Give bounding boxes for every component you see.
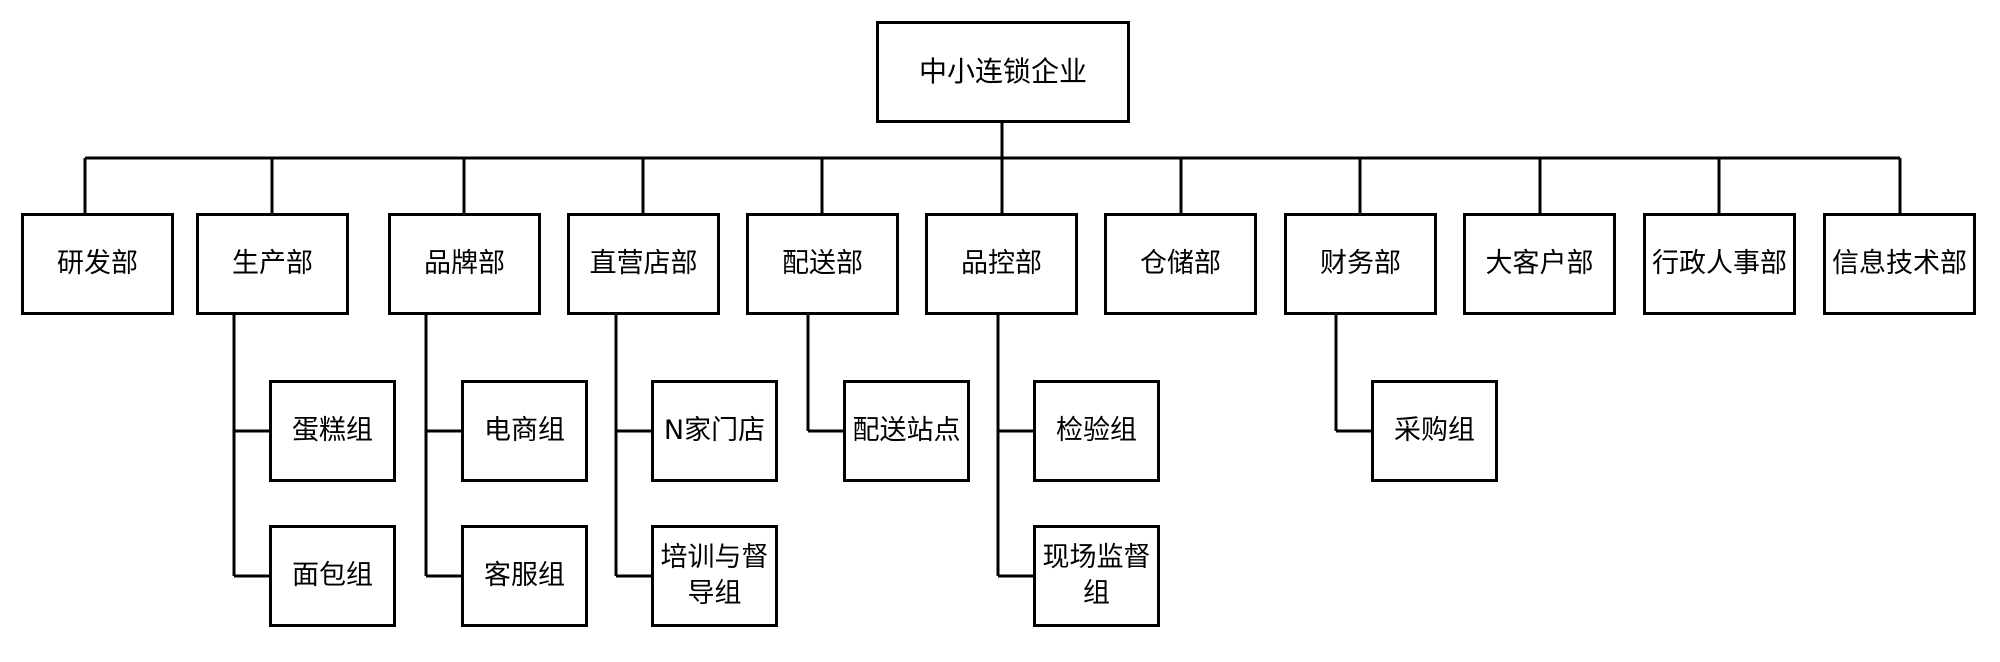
group-delivery-stations: 配送站点 (843, 380, 970, 482)
dept-production: 生产部 (196, 213, 349, 315)
dept-qc: 品控部 (925, 213, 1078, 315)
dept-finance: 财务部 (1284, 213, 1437, 315)
group-onsite-supervision: 现场监督组 (1033, 525, 1160, 627)
dept-delivery: 配送部 (746, 213, 899, 315)
dept-warehouse: 仓储部 (1104, 213, 1257, 315)
dept-it: 信息技术部 (1823, 213, 1976, 315)
root-node: 中小连锁企业 (876, 21, 1130, 123)
group-ecommerce: 电商组 (461, 380, 588, 482)
dept-direct-stores: 直营店部 (567, 213, 720, 315)
group-stores: N家门店 (651, 380, 778, 482)
group-bread: 面包组 (269, 525, 396, 627)
dept-admin-hr: 行政人事部 (1643, 213, 1796, 315)
dept-key-accounts: 大客户部 (1463, 213, 1616, 315)
group-customer-service: 客服组 (461, 525, 588, 627)
group-training-supervision: 培训与督导组 (651, 525, 778, 627)
group-inspection: 检验组 (1033, 380, 1160, 482)
group-purchasing: 采购组 (1371, 380, 1498, 482)
dept-rnd: 研发部 (21, 213, 174, 315)
dept-brand: 品牌部 (388, 213, 541, 315)
group-cake: 蛋糕组 (269, 380, 396, 482)
